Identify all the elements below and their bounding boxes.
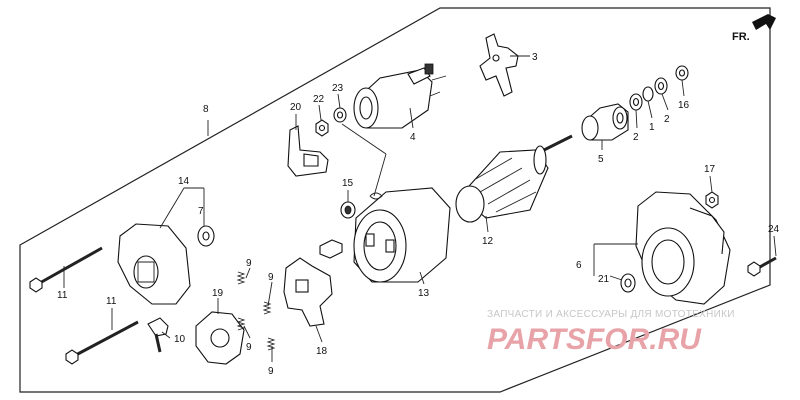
part-bolt-10 [147,317,169,353]
callout-6: 6 [576,260,582,271]
part-grommet-15 [340,201,356,219]
callout-13: 13 [418,288,430,299]
callout-19: 19 [212,288,224,299]
callout-11b: 11 [106,296,117,307]
part-washer-2b [654,77,668,95]
callout-17: 17 [704,164,716,175]
part-spring-9b [262,301,272,315]
part-bracket-20 [287,125,329,177]
part-solenoid-4 [353,63,447,129]
watermark-subtitle: ЗАПЧАСТИ И АКСЕССУАРЫ ДЛЯ МОТОТЕХНИКИ [487,309,735,320]
callout-9a: 9 [246,258,252,269]
part-brush-plate-19 [195,311,245,365]
callout-5: 5 [598,154,604,165]
callout-24: 24 [768,224,780,235]
part-washer-2a [629,93,643,111]
callout-10: 10 [174,334,186,345]
callout-16: 16 [678,100,690,111]
callout-23: 23 [332,83,344,94]
callout-2a: 2 [633,132,639,143]
part-washer-23 [333,107,347,123]
part-spring-9d [266,337,276,351]
callout-3: 3 [532,52,538,63]
callout-2b: 2 [664,114,670,125]
part-nut-22 [315,119,329,137]
part-brush-holder-18 [283,257,333,327]
part-nut-17 [705,191,719,209]
leader-lines [63,55,777,362]
callout-15: 15 [342,178,354,189]
part-pinion-clutch-5 [581,103,629,141]
part-end-cover-14 [117,223,191,305]
callout-18: 18 [316,346,328,357]
fr-arrow-icon [752,14,776,30]
callout-14: 14 [178,176,190,187]
callout-9b: 9 [268,272,274,283]
callout-7: 7 [198,206,204,217]
callout-12: 12 [482,236,494,247]
part-drive-housing-6 [635,191,731,305]
callout-21: 21 [598,274,610,285]
part-bushing-21 [620,273,636,293]
part-rubber-block [319,239,343,259]
fr-label: FR. [732,31,750,43]
part-bushing-7 [197,225,215,247]
callout-11a: 11 [57,290,68,301]
part-shift-lever-3 [479,33,519,97]
callout-1: 1 [649,122,655,133]
part-through-bolt-11a [29,246,103,293]
part-yoke-13 [353,187,451,283]
part-clip-1 [642,86,654,102]
callout-9d: 9 [268,366,274,377]
assembly-frame [19,7,771,393]
watermark: ЗАПЧАСТИ И АКСЕССУАРЫ ДЛЯ МОТОТЕХНИКИ PA… [487,309,735,356]
part-bolt-24 [747,256,777,277]
callout-numbers: 3 4 20 22 23 5 2 1 2 16 12 15 13 17 6 21… [57,52,780,377]
fr-direction-marker: FR. [732,14,776,43]
callout-20: 20 [290,102,302,113]
callout-22: 22 [313,94,325,105]
callout-9c: 9 [246,342,252,353]
callout-8: 8 [203,104,209,115]
part-spring-9a [236,271,246,285]
part-spring-9c [236,317,246,331]
callout-4: 4 [410,132,416,143]
part-washer-16 [675,65,689,81]
watermark-logo: PARTSFOR.RU [487,323,702,356]
part-armature-12 [455,134,573,223]
part-through-bolt-11b [65,320,139,365]
